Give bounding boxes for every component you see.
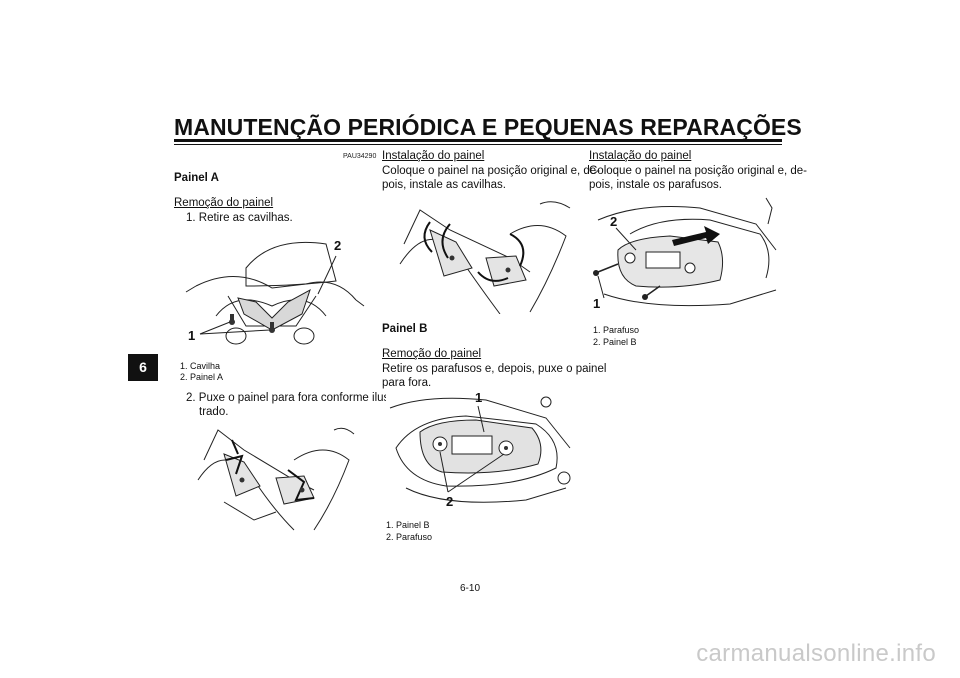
panel-a-removal-title: Remoção do painel [174, 197, 274, 209]
panel-a-step2-l1: 2. Puxe o painel para fora conforme ilus… [186, 392, 394, 404]
right-install-l2: pois, instale os parafusos. [589, 179, 722, 191]
fig4-caption-1: 1. Parafuso [593, 325, 640, 335]
fig1-callout-2: 2 [334, 238, 342, 253]
figure-panel-a-install [390, 194, 576, 314]
fig4-callout-2: 2 [610, 214, 618, 229]
watermark: carmanualsonline.info [696, 640, 936, 667]
panel-a-step1: 1. Retire as cavilhas. [186, 212, 293, 224]
panel-a-heading: Painel A [174, 172, 219, 184]
mid-install-title: Instalação do painel [382, 150, 485, 162]
panel-b-removal-l1: Retire os parafusos e, depois, puxe o pa… [382, 363, 607, 375]
fig4-caption-2: 2. Painel B [593, 337, 637, 347]
panel-b-removal-title: Remoção do painel [382, 348, 482, 360]
figure-panel-b-install: 2 1 [590, 194, 780, 314]
figure-panel-a-pull [184, 420, 364, 532]
panel-a-step2-l2: trado. [199, 406, 229, 418]
fig3-callout-1: 1 [475, 390, 483, 405]
page-number: 6-10 [460, 583, 481, 594]
fig3-callout-2: 2 [446, 494, 454, 509]
panel-b-heading: Painel B [382, 323, 428, 335]
fig1-caption-2: 2. Painel A [180, 372, 224, 382]
panel-b-removal-l2: para fora. [382, 377, 432, 389]
right-install-l1: Coloque o painel na posição original e, … [589, 165, 808, 177]
page-title: MANUTENÇÃO PERIÓDICA E PEQUENAS REPARAÇÕ… [174, 114, 802, 140]
right-install-title: Instalação do painel [589, 150, 692, 162]
mid-install-l1: Coloque o painel na posição original e, … [382, 165, 601, 177]
title-rule-thick [174, 139, 782, 142]
figure-panel-b-remove: 1 2 [386, 388, 576, 514]
fig3-caption-2: 2. Parafuso [386, 532, 433, 542]
fig1-caption-1: 1. Cavilha [180, 361, 221, 371]
fig4-callout-1: 1 [593, 296, 601, 311]
chapter-tab: 6 [128, 354, 158, 381]
figure-panel-a-cavilhas: 2 1 [176, 226, 368, 356]
title-rule-thin [174, 144, 782, 145]
doc-code: PAU34290 [343, 153, 377, 160]
fig1-callout-1: 1 [188, 328, 196, 343]
mid-install-l2: pois, instale as cavilhas. [382, 179, 507, 191]
fig3-caption-1: 1. Painel B [386, 520, 430, 530]
